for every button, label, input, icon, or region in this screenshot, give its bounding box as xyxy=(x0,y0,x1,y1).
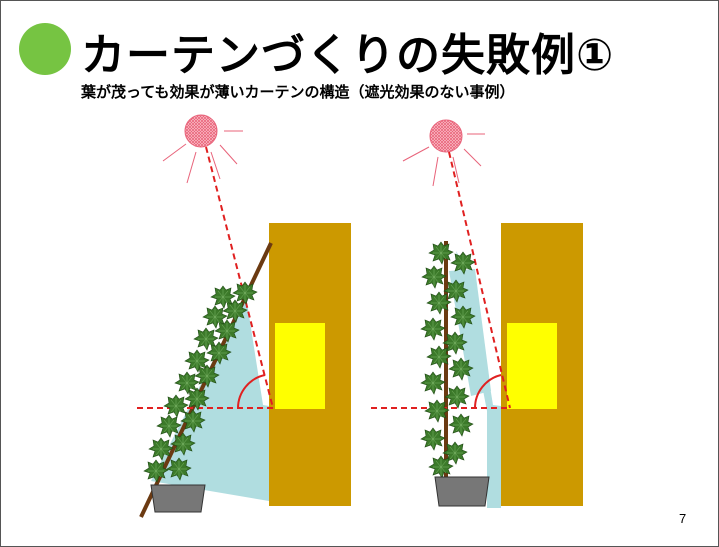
page-subtitle: 葉が茂っても効果が薄いカーテンの構造（遮光効果のない事例） xyxy=(81,83,515,101)
left-angle-arc xyxy=(237,374,266,409)
right-shade-upper xyxy=(449,269,491,396)
page-title: カーテンづくりの失敗例① xyxy=(81,30,615,81)
diagram-right xyxy=(371,119,583,508)
diagram-left xyxy=(137,114,351,518)
right-angle-arc xyxy=(474,374,502,409)
right-pot xyxy=(434,476,490,507)
page-number: 7 xyxy=(679,511,687,526)
left-sun-icon xyxy=(184,114,218,148)
left-window xyxy=(275,323,325,409)
right-sun-rays xyxy=(402,133,485,187)
right-shade xyxy=(456,251,501,508)
title-bullet-icon xyxy=(19,23,71,75)
left-pot xyxy=(150,484,206,513)
right-sun-line xyxy=(448,151,511,409)
left-sun-line xyxy=(205,146,274,409)
left-sun-rays xyxy=(162,130,243,184)
right-window xyxy=(507,323,557,409)
right-sun-icon xyxy=(429,119,463,153)
